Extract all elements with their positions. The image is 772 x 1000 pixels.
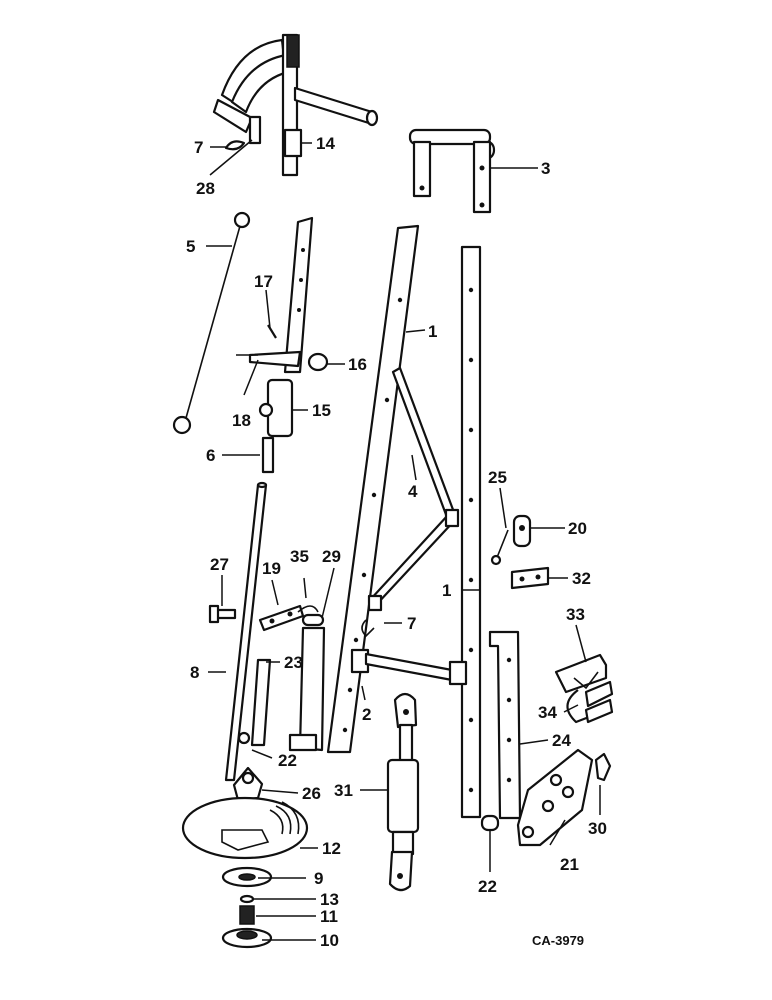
callout-20: 20: [568, 519, 587, 538]
callout-31: 31: [334, 781, 353, 800]
parts-19-29-35: [258, 604, 326, 752]
callout-8: 8: [190, 663, 199, 682]
callout-labels: 1 1 2 3 4 5 6 7 7 8 9 10 11 12 13 14 15 …: [186, 134, 607, 950]
part-21-plate: [516, 748, 594, 847]
callout-25: 25: [488, 468, 507, 487]
callout-4: 4: [408, 482, 418, 501]
callout-15: 15: [312, 401, 331, 420]
top-bracket-assembly: [212, 33, 379, 177]
parts-33-34: [554, 653, 614, 724]
part-1-left-frame: [326, 224, 420, 754]
callout-7: 7: [194, 138, 203, 157]
callout-9: 9: [314, 869, 323, 888]
part-22-pin-right: [480, 814, 500, 832]
callout-23: 23: [284, 653, 303, 672]
callout-21: 21: [560, 855, 579, 874]
part-24-plate: [488, 630, 522, 820]
parts-20-25-32: [490, 514, 550, 590]
callout-1: 1: [428, 322, 437, 341]
callout-6: 6: [206, 446, 215, 465]
callout-2: 2: [362, 705, 371, 724]
part-5-eye-rod: [172, 211, 251, 435]
part-1-right-frame: [460, 245, 482, 819]
callout-22: 22: [278, 751, 297, 770]
callout-3: 3: [541, 159, 550, 178]
callout-14: 14: [316, 134, 335, 153]
part-7-clip-middle: [361, 619, 375, 638]
part-8-rod: [224, 481, 268, 782]
left-upright-assembly: [236, 216, 329, 474]
leader-lines: [206, 139, 601, 941]
diagram-code: CA-3979: [532, 933, 584, 948]
part-2-crossbar: [350, 648, 468, 686]
callout-29: 29: [322, 547, 341, 566]
callout-5: 5: [186, 237, 195, 256]
callout-18: 18: [232, 411, 251, 430]
callout-24: 24: [552, 731, 571, 750]
part-4-brace: [367, 366, 460, 612]
callout-32: 32: [572, 569, 591, 588]
hub-stack: [221, 866, 273, 949]
callout-16: 16: [348, 355, 367, 374]
part-26-clamp: [232, 766, 264, 802]
callout-11: 11: [320, 907, 338, 926]
part-30-clip: [594, 752, 612, 782]
part-31-cylinder: [386, 692, 420, 892]
part-12-disc: [181, 796, 309, 860]
callout-35: 35: [290, 547, 309, 566]
callout-12: 12: [322, 839, 341, 858]
callout-7: 7: [407, 614, 416, 633]
callout-1: 1: [442, 581, 451, 600]
callout-17: 17: [254, 272, 273, 291]
callout-28: 28: [196, 179, 215, 198]
callout-19: 19: [262, 559, 281, 578]
callout-22: 22: [478, 877, 497, 896]
callout-10: 10: [320, 931, 339, 950]
callout-26: 26: [302, 784, 321, 803]
callout-30: 30: [588, 819, 607, 838]
callout-13: 13: [320, 890, 339, 909]
part-23-link: [237, 658, 272, 747]
callout-34: 34: [538, 703, 557, 722]
callout-27: 27: [210, 555, 229, 574]
part-27-bolt: [208, 604, 237, 624]
callout-33: 33: [566, 605, 585, 624]
part-3-yoke: [408, 128, 496, 214]
